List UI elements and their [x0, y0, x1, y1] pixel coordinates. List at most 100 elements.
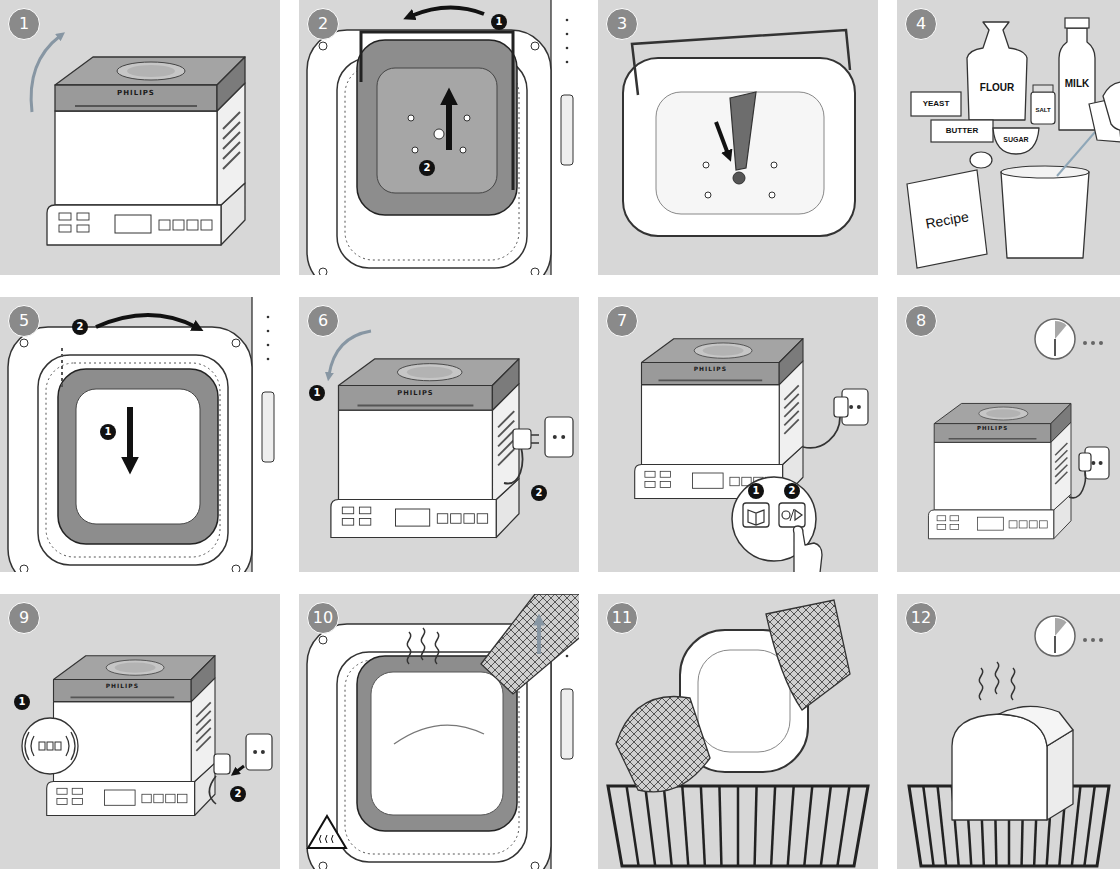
screw [319, 268, 327, 275]
screw [319, 862, 327, 869]
lid-front [339, 386, 493, 411]
side-vent [784, 385, 798, 399]
lid-top [339, 359, 520, 386]
lid-top [55, 57, 245, 85]
rack-bar [837, 786, 849, 866]
control-button [201, 220, 212, 230]
baking-chamber [38, 355, 228, 565]
pan-handle [361, 32, 513, 190]
sub-step-number: 1 [14, 694, 30, 710]
lid-side [492, 359, 519, 410]
salt-shaker [1031, 92, 1055, 124]
window-glass [115, 663, 156, 673]
rack-bar [771, 786, 775, 866]
side-vent [1055, 450, 1067, 462]
rack-bar [719, 786, 721, 866]
display [693, 473, 724, 488]
bread-crack [394, 725, 484, 744]
stop-icon [782, 511, 790, 519]
body-front [642, 385, 780, 465]
step-label: 3 [617, 16, 627, 32]
step-number: 1 [8, 8, 40, 40]
lid-side [217, 57, 245, 111]
rack-bar [664, 786, 672, 866]
rack-bar [755, 786, 757, 866]
sub-step-number: 2 [230, 786, 246, 802]
screw [531, 862, 539, 869]
menu-button [660, 471, 670, 477]
sub-step-label: 1 [496, 17, 503, 27]
step-label: 7 [617, 313, 627, 329]
menu-button [950, 524, 959, 529]
time-dot [1091, 341, 1095, 345]
icon-slash [790, 509, 794, 521]
cooling-rack [608, 786, 868, 866]
screw [531, 268, 539, 275]
oven-glove [481, 594, 579, 694]
control-button [730, 477, 739, 486]
sub-step-number: 1 [309, 385, 325, 401]
step-number: 7 [606, 305, 638, 337]
plug [1079, 453, 1091, 471]
control-button [1039, 521, 1047, 528]
step-panel [0, 594, 280, 869]
sub-step-label: 1 [753, 486, 760, 496]
pan-hole [460, 147, 466, 153]
oven-glove [616, 696, 710, 791]
control-base [928, 510, 1053, 539]
pan-contents [76, 389, 200, 524]
control-button [173, 220, 184, 230]
hot-warning [308, 816, 346, 848]
control-button [154, 794, 163, 803]
rack-bar [627, 786, 639, 866]
baking-pan [357, 656, 517, 831]
lid-top [642, 339, 804, 363]
step-panel [897, 0, 1120, 275]
panel-art [623, 30, 855, 236]
beep-mark [55, 742, 61, 750]
time-dot [1083, 638, 1087, 642]
menu-button [77, 225, 89, 232]
lid-window [106, 660, 164, 675]
baking-pan [1001, 172, 1089, 258]
panel-ground [897, 297, 1120, 572]
step-label: 1 [19, 16, 29, 32]
socket-hole [857, 405, 861, 409]
step-label: 8 [916, 313, 926, 329]
recipe-book [907, 170, 987, 268]
butter-block [931, 120, 993, 142]
baking-pan [58, 369, 218, 544]
lid-window [694, 343, 752, 358]
panel-art [329, 331, 573, 538]
step-panel [299, 297, 579, 572]
side-vent [223, 142, 240, 159]
sub-step-label: 1 [19, 697, 26, 707]
clock-sector [1055, 321, 1067, 339]
side-vent [498, 411, 514, 427]
control-button [1019, 521, 1027, 528]
screw [232, 339, 240, 347]
plug-pin [531, 442, 539, 444]
plug [513, 429, 531, 449]
panel-art [909, 616, 1109, 866]
handle-ghost [61, 345, 63, 387]
side-vent [196, 736, 210, 750]
control-button [187, 220, 198, 230]
menu-button [743, 503, 769, 527]
unplug-arrow [236, 766, 244, 772]
screw [531, 42, 539, 50]
sound-waves [25, 732, 75, 760]
open-arrow [31, 36, 60, 112]
bottle-cap [1065, 18, 1089, 28]
rack-bar [821, 786, 831, 866]
panel-art [635, 339, 868, 572]
control-button [437, 514, 447, 524]
open-lid [551, 0, 579, 275]
side-vent [784, 402, 798, 416]
lid-handle [71, 696, 175, 698]
step-number: 5 [8, 305, 40, 337]
lid-side [191, 656, 215, 702]
sub-step-label: 2 [789, 486, 796, 496]
lid-front [934, 424, 1051, 443]
